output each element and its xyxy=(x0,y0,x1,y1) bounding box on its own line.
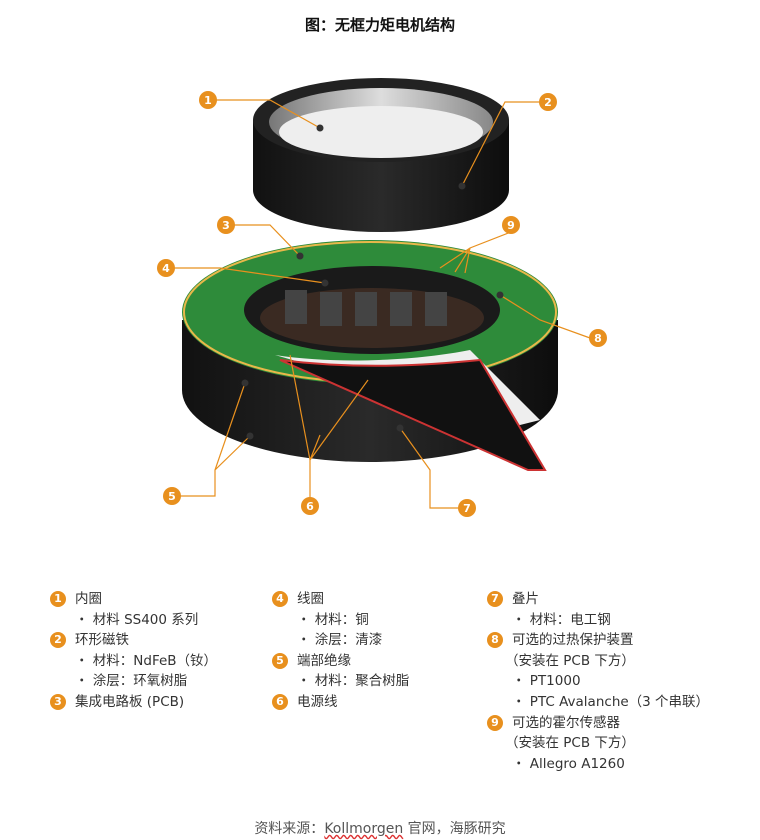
callout-1: 1 xyxy=(199,91,217,109)
svg-text:2: 2 xyxy=(544,96,552,109)
callout-3: 3 xyxy=(217,216,235,234)
legend-subitem: ・ 涂层：清漆 xyxy=(297,632,383,649)
legend-subitem: ・ 材料：铜 xyxy=(297,611,369,628)
svg-text:6: 6 xyxy=(306,500,314,513)
svg-text:3: 3 xyxy=(222,219,230,232)
legend-subitem: ・ Allegro A1260 xyxy=(512,755,625,772)
svg-text:8: 8 xyxy=(594,332,602,345)
legend-subitem: ・ PT1000 xyxy=(512,673,581,690)
svg-text:7: 7 xyxy=(463,502,471,515)
leader-dots xyxy=(241,124,504,440)
callout-markers: 1 2 3 4 5 6 7 8 9 xyxy=(157,91,607,517)
callout-2: 2 xyxy=(539,93,557,111)
callout-7: 7 xyxy=(458,499,476,517)
legend-subitem: ・ PTC Avalanche（3 个串联） xyxy=(512,693,710,710)
callout-5: 5 xyxy=(163,487,181,505)
leader-lines xyxy=(174,99,591,509)
callout-6: 6 xyxy=(301,497,319,515)
svg-text:4: 4 xyxy=(162,262,170,275)
legend-subitem: ・ 材料：NdFeB（钕） xyxy=(75,652,218,669)
figure-title: 图：无框力矩电机结构 xyxy=(304,16,455,34)
rotor-ring xyxy=(253,78,509,232)
source-link: Kollmorgen xyxy=(324,821,404,837)
legend-subitem: ・ 涂层：环氧树脂 xyxy=(75,673,188,690)
legend-subitem: ・ 材料 SS400 系列 xyxy=(75,611,199,628)
legend-note: （安装在 PCB 下方） xyxy=(505,735,635,752)
callout-8: 8 xyxy=(589,329,607,347)
svg-text:1: 1 xyxy=(204,94,212,107)
legend-note: （安装在 PCB 下方） xyxy=(505,652,635,669)
callout-9: 9 xyxy=(502,216,520,234)
svg-text:5: 5 xyxy=(168,490,176,503)
legend-subitem: ・ 材料：聚合树脂 xyxy=(297,673,410,690)
callout-4: 4 xyxy=(157,259,175,277)
motor-exploded-illustration: 1 2 3 4 5 6 7 8 9 xyxy=(157,78,607,517)
stator xyxy=(182,240,558,471)
legend-subitem: ・ 材料：电工钢 xyxy=(512,611,611,628)
source-note: 资料来源：Kollmorgen 官网，海豚研究 xyxy=(254,821,506,837)
svg-text:9: 9 xyxy=(507,219,515,232)
